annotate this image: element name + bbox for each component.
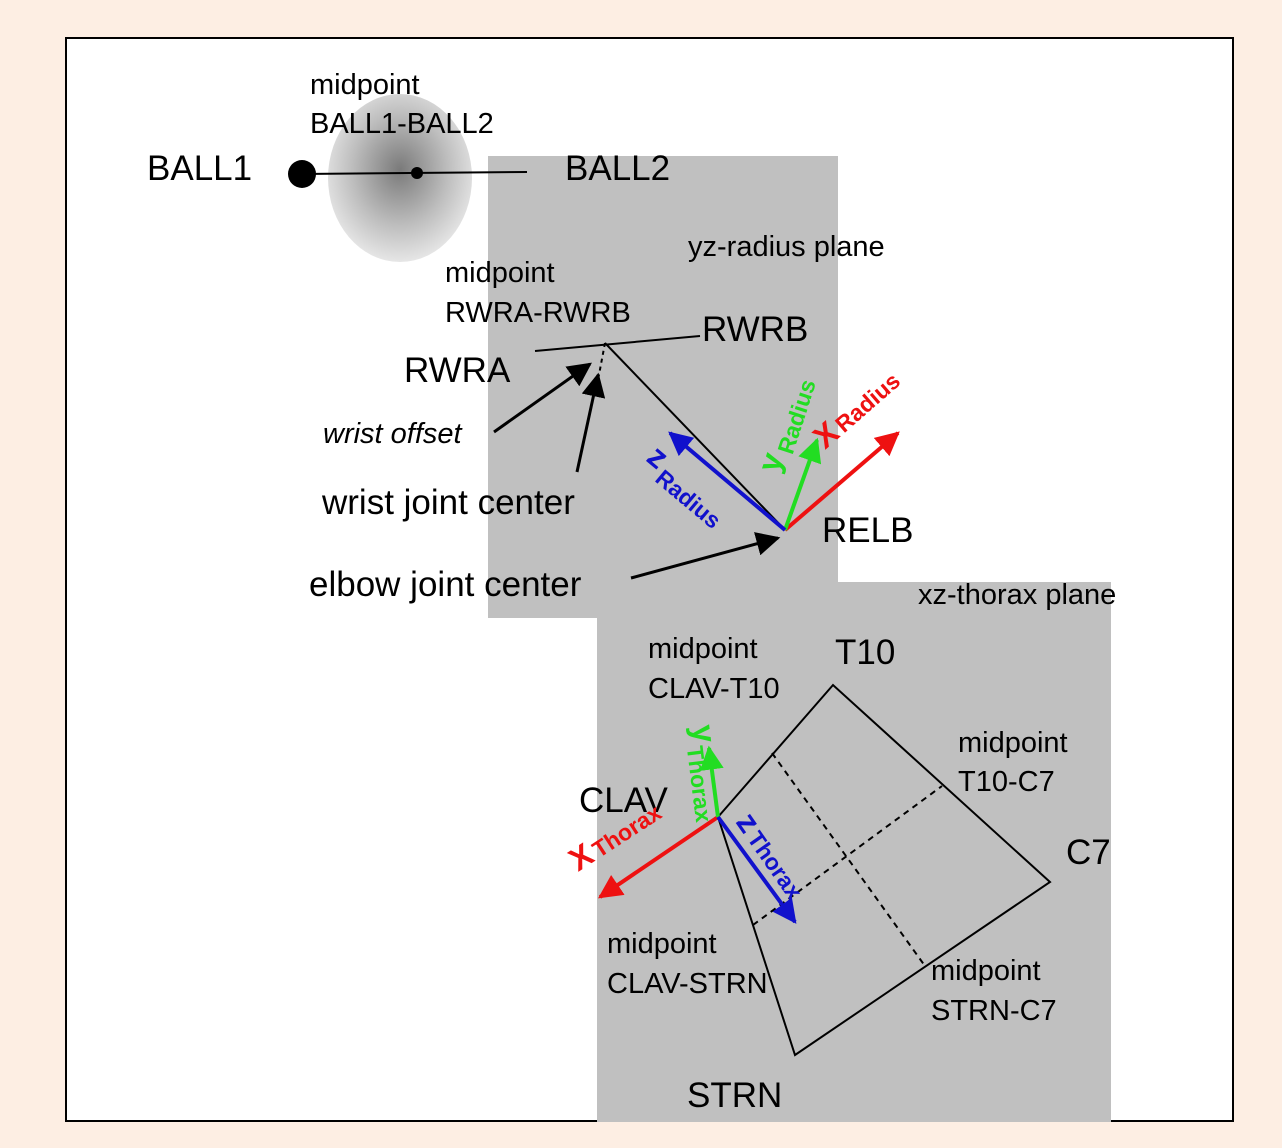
yz-radius-plane-label: yz-radius plane [688,231,885,263]
ball1-label: BALL1 [147,149,252,188]
wrist-joint-center-label: wrist joint center [321,483,575,522]
clav-strn-midpoint-label: CLAV-STRN [607,968,768,1000]
thorax-outline [716,683,1052,1057]
clav-t10-midpoint-word: midpoint [648,633,758,665]
rwra-label: RWRA [404,351,511,390]
clav-t10-midpoint-label: CLAV-T10 [648,673,780,705]
elbow-joint-center-arrow [630,532,781,580]
z-radius-axis [668,431,787,532]
ball-midpoint-word: midpoint [310,69,420,101]
clav-strn-midpoint-word: midpoint [607,928,717,960]
strn-label: STRN [687,1076,782,1115]
x-radius-axis [783,431,900,532]
clav-label: CLAV [579,781,668,820]
xz-thorax-plane-label: xz-thorax plane [918,579,1116,611]
t10-c7-midpoint-label: T10-C7 [958,766,1055,798]
ball-midpoint-dot [411,167,423,179]
wrist-offset-line [597,342,606,381]
forearm-line [604,342,786,531]
wrist-midpoint-label: RWRA-RWRB [445,297,631,329]
y-thorax-axis [699,745,724,818]
x-thorax-axis [598,815,720,899]
elbow-joint-center-label: elbow joint center [309,565,582,604]
t10-c7-midpoint-word: midpoint [958,727,1068,759]
ball1-marker [288,160,316,188]
wrist-joint-center-arrow [575,372,606,473]
strn-c7-midpoint-label: STRN-C7 [931,995,1057,1027]
y-thorax-letter: y [685,723,723,745]
t10-label: T10 [835,633,895,672]
strn-c7-midpoint-word: midpoint [931,955,1041,987]
y-radius-axis [783,437,822,531]
yz-radius-plane [488,156,838,618]
wrist-midpoint-word: midpoint [445,257,555,289]
wrist-offset-label: wrist offset [323,418,464,450]
rwrb-label: RWRB [702,310,808,349]
xz-thorax-plane [597,582,1111,1122]
wrist-offset-arrow [493,362,592,434]
rwra-rwrb-line [534,335,701,352]
ball-sphere [328,94,472,262]
relb-label: RELB [822,511,913,550]
ball-midpoint-label: BALL1-BALL2 [310,108,494,140]
ball2-label: BALL2 [565,149,670,188]
c7-label: C7 [1066,833,1111,872]
x-radius-subscript: Radius [830,367,905,437]
z-thorax-axis [716,815,797,924]
